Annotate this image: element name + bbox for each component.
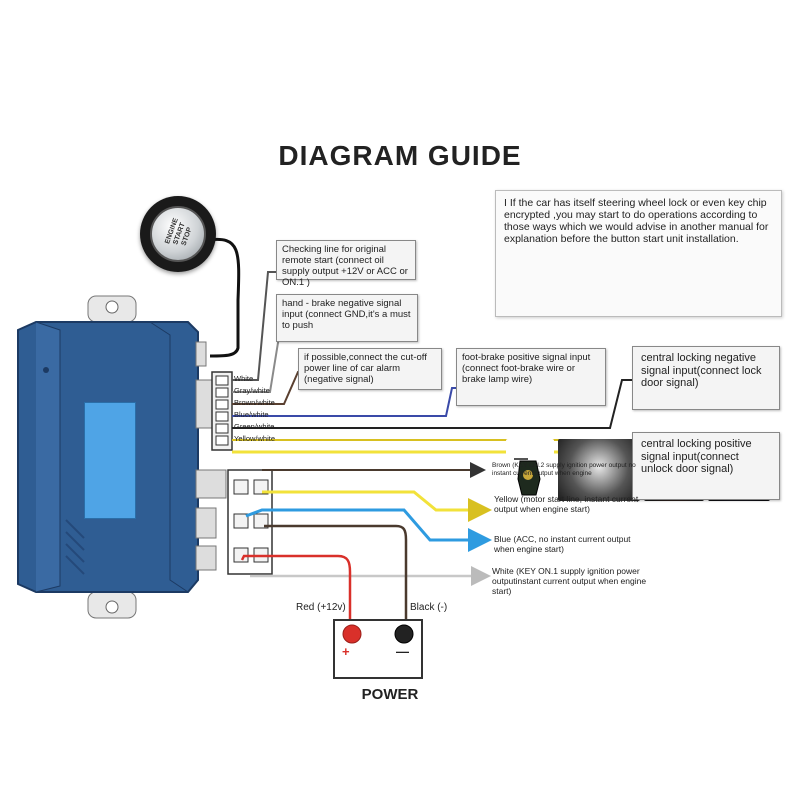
black-wire-label: Black (-) xyxy=(410,602,448,613)
start-button-cable xyxy=(207,237,241,358)
wire-label-brown-white: Brown/white xyxy=(234,398,275,407)
page-title: DIAGRAM GUIDE xyxy=(278,140,522,171)
hand-brake-box: hand - brake negative signal input (conn… xyxy=(276,294,418,342)
wire-label-white: White xyxy=(234,374,254,383)
output-label-blue: Blue (ACC, no instant current output whe… xyxy=(494,534,631,554)
start-button-text: ENGINE START STOP xyxy=(164,217,194,247)
foot-brake-box: foot-brake positive signal input (connec… xyxy=(456,348,606,406)
info-box: I If the car has itself steering wheel l… xyxy=(495,190,782,501)
wire-white xyxy=(232,271,276,381)
lock-negative-box: central locking negative signal input(co… xyxy=(632,346,780,410)
wire-label-gray-white: Gray/white xyxy=(234,386,270,395)
minus-terminal-label: — xyxy=(396,644,409,659)
wire-label-yellow-white: Yellow/white xyxy=(234,434,275,443)
wire-blue-white xyxy=(232,387,456,417)
cut-off-box: if possible,connect the cut-off power li… xyxy=(298,348,442,390)
unlock-positive-box: central locking positive signal input(co… xyxy=(632,432,780,500)
ignition-photo xyxy=(558,439,640,501)
wire-yellow xyxy=(262,490,492,522)
wire-black xyxy=(264,524,408,628)
wire-label-green-white: Green/white xyxy=(234,422,275,431)
wire-label-blue-white: Blue/white xyxy=(234,410,269,419)
output-label-brown: Brown (KEY ON.2 supply ignition power ou… xyxy=(492,462,636,477)
start-button-face: ENGINE START STOP xyxy=(150,206,206,262)
engine-start-stop-button: ENGINE START STOP xyxy=(140,196,216,272)
checking-line-box: Checking line for original remote start … xyxy=(276,240,416,288)
wire-blue xyxy=(245,508,492,552)
plus-terminal-label: + xyxy=(342,644,350,659)
power-connector xyxy=(227,469,273,575)
info-box-text: I If the car has itself steering wheel l… xyxy=(504,197,769,245)
output-label-yellow: Yellow (motor start line, instant curren… xyxy=(494,494,639,514)
output-label-white: White (KEY ON.1 supply ignition power ou… xyxy=(492,566,647,596)
harness-connector xyxy=(211,371,233,451)
battery xyxy=(333,619,423,679)
module-display xyxy=(84,402,136,519)
red-wire-label: Red (+12v) xyxy=(296,602,346,613)
wire-green-white xyxy=(232,379,632,429)
power-title: POWER xyxy=(361,686,419,703)
wire-red xyxy=(240,554,352,628)
key-fob-photo xyxy=(506,439,554,501)
